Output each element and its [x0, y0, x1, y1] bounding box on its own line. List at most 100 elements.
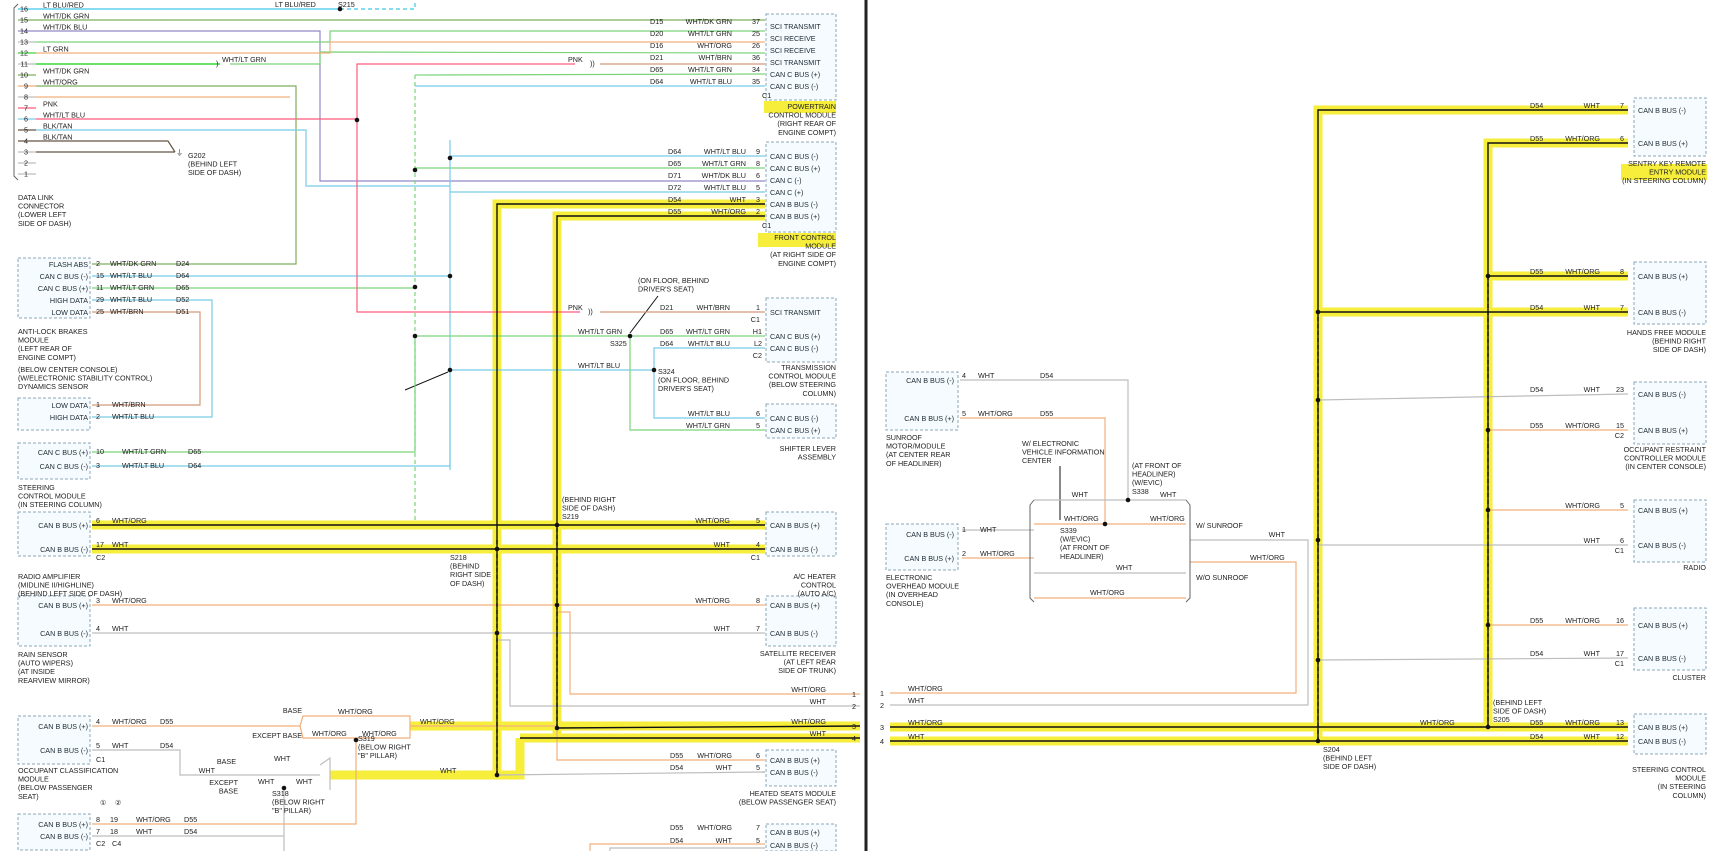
evic-bracket: [1185, 499, 1191, 603]
module-name: REARVIEW MIRROR): [18, 676, 90, 685]
circuit-id: D64: [668, 147, 681, 156]
offpage-number: 1: [880, 689, 884, 698]
circuit-id: D54: [670, 763, 683, 772]
module-name: SIDE OF DASH): [1653, 345, 1706, 354]
wire-label: PNK: [568, 303, 583, 312]
pin-signal: CAN B BUS (+): [770, 601, 820, 610]
wire-label: WHT/ORG: [1250, 553, 1285, 562]
pin-number: 5: [756, 183, 760, 192]
bottom-right-box: [765, 823, 837, 852]
circuit-id: D55: [668, 207, 681, 216]
pin-number: 2: [96, 259, 100, 268]
splice: [1315, 309, 1321, 315]
circuit-id: D65: [176, 283, 189, 292]
connector-id: C1: [762, 221, 771, 230]
pin-signal: FLASH ABS: [49, 260, 88, 269]
pin-signal: CAN B BUS (-): [1638, 308, 1686, 317]
wire-label: WHT/LT BLU: [688, 409, 730, 418]
inline-connector: )): [590, 59, 595, 68]
splice: [1315, 657, 1321, 663]
orc-box: [1633, 381, 1707, 445]
splice-label: S324: [658, 367, 675, 376]
hfm-box: [1633, 261, 1707, 325]
splice-label: S219: [562, 512, 579, 521]
wire-label: WHT: [1584, 536, 1601, 545]
option-label: BASE: [283, 706, 302, 715]
pin-number: 3: [96, 461, 100, 470]
wire-label: WHT: [199, 766, 216, 775]
wire-label: WHT: [1116, 563, 1133, 572]
pin-number: 6: [756, 409, 760, 418]
pin-signal: SCI RECEIVE: [770, 34, 816, 43]
offpage-number: 1: [852, 690, 856, 699]
module-name: SHIFTER LEVER: [780, 444, 836, 453]
module-name: (IN CENTER CONSOLE): [1625, 462, 1706, 471]
wire-ocm-minus: [92, 749, 320, 776]
circuit-id: D54: [668, 195, 681, 204]
wire-ocm-base: [92, 715, 411, 727]
wire-label: WHT/ORG: [908, 718, 943, 727]
pin-signal: CAN B BUS (-): [1638, 654, 1686, 663]
pin-number: 5: [756, 421, 760, 430]
module-name: (RIGHT REAR OF: [777, 119, 836, 128]
wire-label: WHT: [1160, 490, 1177, 499]
pin-number: 7: [756, 624, 760, 633]
module-name: (W/ELECTRONIC STABILITY CONTROL): [18, 374, 152, 383]
pin-number: 7: [1620, 303, 1624, 312]
splice-s207: [412, 333, 418, 339]
module-name: ENGINE COMPT): [18, 353, 76, 362]
radio-amp-box: [17, 511, 91, 557]
wire-d16: [36, 41, 765, 54]
ground-label: (BEHIND LEFT: [188, 160, 238, 169]
splice-label: RIGHT SIDE: [450, 570, 491, 579]
pin-signal: CAN C BUS (+): [770, 332, 820, 341]
pin-signal: CAN B BUS (+): [770, 212, 820, 221]
inline-connector: ): [216, 59, 218, 68]
wire-ocm-base-w: [319, 756, 331, 790]
wire-label: WHT/ORG: [362, 729, 397, 738]
wire-label: WHT/BRN: [110, 307, 144, 316]
splice-label: S338: [1132, 487, 1149, 496]
circuit-id: D55: [1040, 409, 1053, 418]
pin-signal: CAN B BUS (+): [770, 521, 820, 530]
module-name: (AUTO A/C): [798, 589, 836, 598]
splice-s219: [554, 522, 560, 528]
pin-signal: CAN B BUS (+): [1638, 723, 1688, 732]
circuit-id: D55: [1530, 718, 1543, 727]
dlc-wire-label: WHT/DK BLU: [43, 23, 87, 32]
module-name: (AT INSIDE: [18, 667, 55, 676]
module-name: (AT LEFT REAR: [784, 658, 836, 667]
splice-label: (W/EVIC): [1132, 478, 1162, 487]
pin-number: 2: [962, 549, 966, 558]
module-name: ENTRY MODULE: [1649, 168, 1706, 177]
pin-number: 6: [756, 171, 760, 180]
wire-offpage-2-rp: [890, 539, 1309, 706]
module-name: COLUMN): [802, 389, 836, 398]
splice-s339: [1102, 521, 1108, 527]
pin-signal: CAN B BUS (+): [1638, 426, 1688, 435]
splice-label: S204: [1323, 745, 1340, 754]
circuit-id: D65: [188, 447, 201, 456]
wire-label: WHT: [112, 540, 129, 549]
wire-label: WHT/ORG: [697, 41, 732, 50]
offpage-number: 4: [880, 737, 884, 746]
circled-variant: ①: [100, 798, 106, 807]
fcm-box: [765, 141, 837, 233]
module-name: (BELOW STEERING: [769, 380, 837, 389]
wire-label: WHT: [714, 540, 731, 549]
splice: [494, 630, 500, 636]
wire-label: WHT: [1584, 303, 1601, 312]
pin-number: 8: [756, 596, 760, 605]
connector-id: C4: [112, 839, 121, 848]
wire-lt-blu-red: [340, 0, 416, 10]
wire-label: WHT/DK GRN: [110, 259, 156, 268]
module-name: ENGINE COMPT): [778, 259, 836, 268]
wire-offpage-1: [557, 611, 860, 695]
option-label: CENTER: [1022, 456, 1052, 465]
dlc-pin-number: 9: [24, 82, 28, 91]
wire-label: WHT/ORG: [1565, 501, 1600, 510]
wire-label: WHT/ORG: [695, 516, 730, 525]
dlc-pin-number: 12: [20, 49, 28, 58]
wire-label: WHT/LT BLU: [690, 77, 732, 86]
